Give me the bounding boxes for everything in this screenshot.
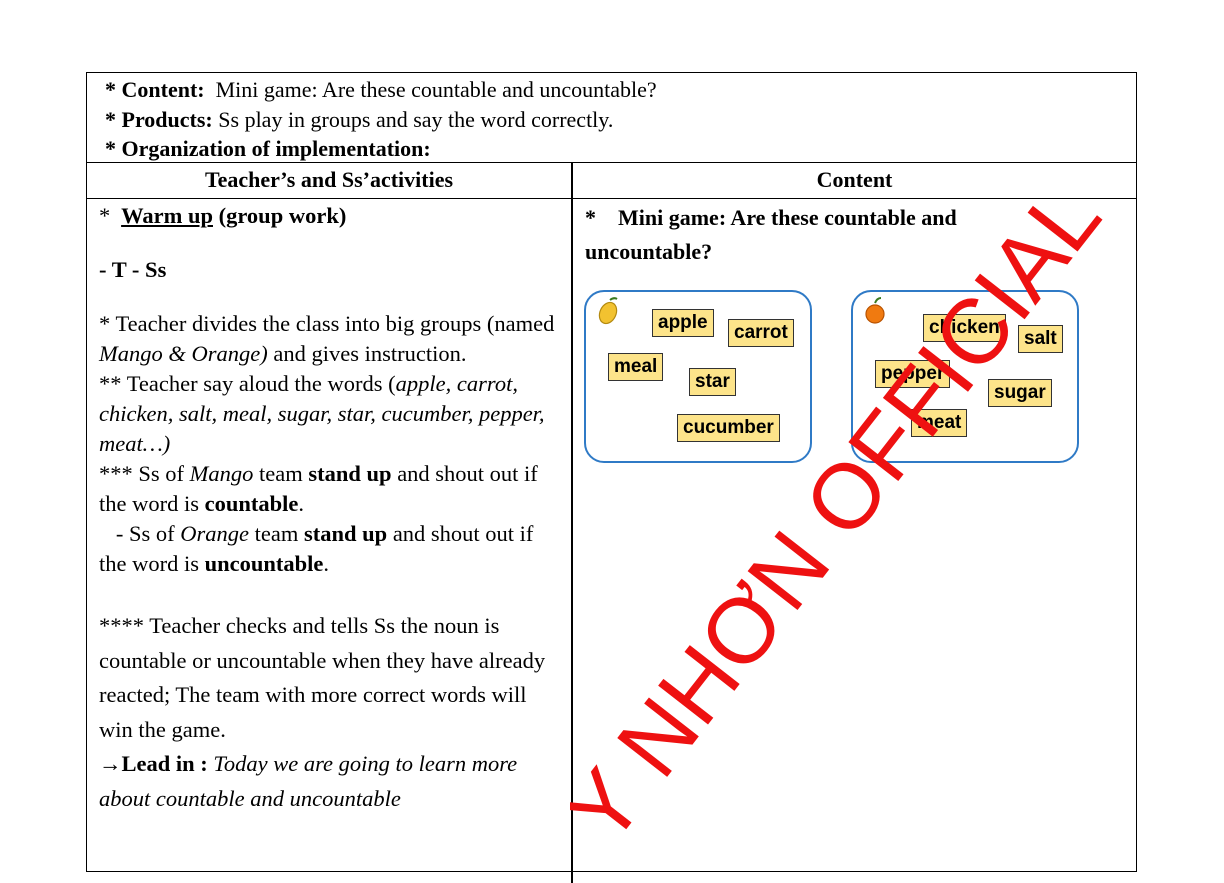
column-header-row: Teacher’s and Ss’activities Content [87, 163, 1136, 199]
word-card-cucumber: cucumber [677, 414, 780, 442]
instruction-paragraph-2: ** Teacher say aloud the words (apple, c… [99, 371, 545, 456]
column-title-content: Content [816, 167, 893, 192]
word-card-salt: salt [1018, 325, 1063, 353]
mini-game-title: * Mini game: Are these countable and unc… [585, 205, 957, 264]
orange-icon [865, 297, 885, 324]
mango-team-box: apple carrot meal star cucumber [584, 290, 812, 463]
word-card-pepper: pepper [875, 360, 951, 388]
instruction-paragraph-4: - Ss of Orange team stand up and shout o… [99, 521, 540, 576]
orange-team-box: chicken salt pepper sugar meat [851, 290, 1079, 463]
organization-line: * Organization of implementation: [105, 136, 431, 161]
word-card-carrot: carrot [728, 319, 794, 347]
lesson-header: * Content: Mini game: Are these countabl… [87, 73, 1136, 163]
activities-column: * Warm up (group work) - T - Ss * Teache… [99, 201, 565, 816]
word-card-star: star [689, 368, 736, 396]
column-title-activities: Teacher’s and Ss’activities [204, 167, 454, 192]
word-card-meat: meat [911, 409, 968, 437]
content-line: * Content: Mini game: Are these countabl… [105, 77, 657, 102]
lesson-table: * Content: Mini game: Are these countabl… [86, 72, 1137, 883]
content-column: * Mini game: Are these countable and unc… [585, 201, 1125, 269]
warmup-heading: * Warm up (group work) [99, 203, 347, 228]
interaction-pattern: - T - Ss [99, 257, 167, 282]
column-divider [571, 163, 573, 883]
mango-icon [598, 297, 618, 325]
word-card-apple: apple [652, 309, 714, 337]
word-card-sugar: sugar [988, 379, 1052, 407]
instruction-paragraph-5: **** Teacher checks and tells Ss the nou… [99, 613, 546, 742]
word-card-meal: meal [608, 353, 664, 381]
lead-in-paragraph: →Lead in : Today we are going to learn m… [99, 751, 518, 811]
word-card-chicken: chicken [923, 314, 1006, 342]
document-page: * Content: Mini game: Are these countabl… [86, 72, 1137, 883]
instruction-paragraph-3: *** Ss of Mango team stand up and shout … [99, 461, 538, 516]
instruction-paragraph-1: * Teacher divides the class into big gro… [99, 311, 555, 366]
products-line: * Products: Ss play in groups and say th… [105, 106, 614, 132]
